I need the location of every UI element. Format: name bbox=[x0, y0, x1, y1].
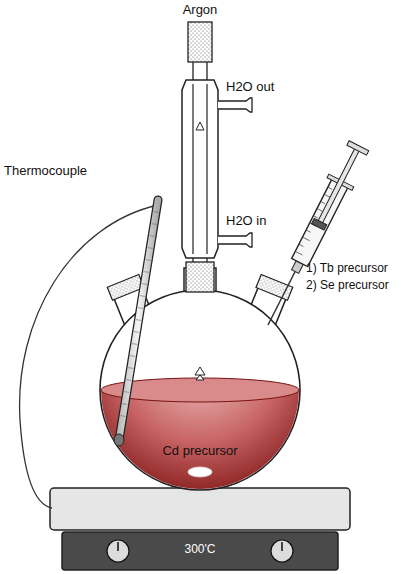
label: H2O out bbox=[226, 80, 274, 95]
thermocouple bbox=[114, 200, 159, 446]
label: 2) Se precursor bbox=[306, 279, 389, 293]
label: Thermocouple bbox=[4, 164, 87, 179]
reflux-condenser bbox=[182, 22, 252, 292]
label: H2O in bbox=[226, 214, 266, 229]
syringe bbox=[256, 139, 372, 331]
label: 1) Tb precursor bbox=[306, 262, 388, 276]
hotplate bbox=[50, 488, 350, 570]
label: Cd precursor bbox=[162, 444, 237, 459]
label: Argon bbox=[183, 3, 218, 18]
stir-bar bbox=[188, 467, 212, 477]
label: 300'C bbox=[185, 543, 216, 557]
